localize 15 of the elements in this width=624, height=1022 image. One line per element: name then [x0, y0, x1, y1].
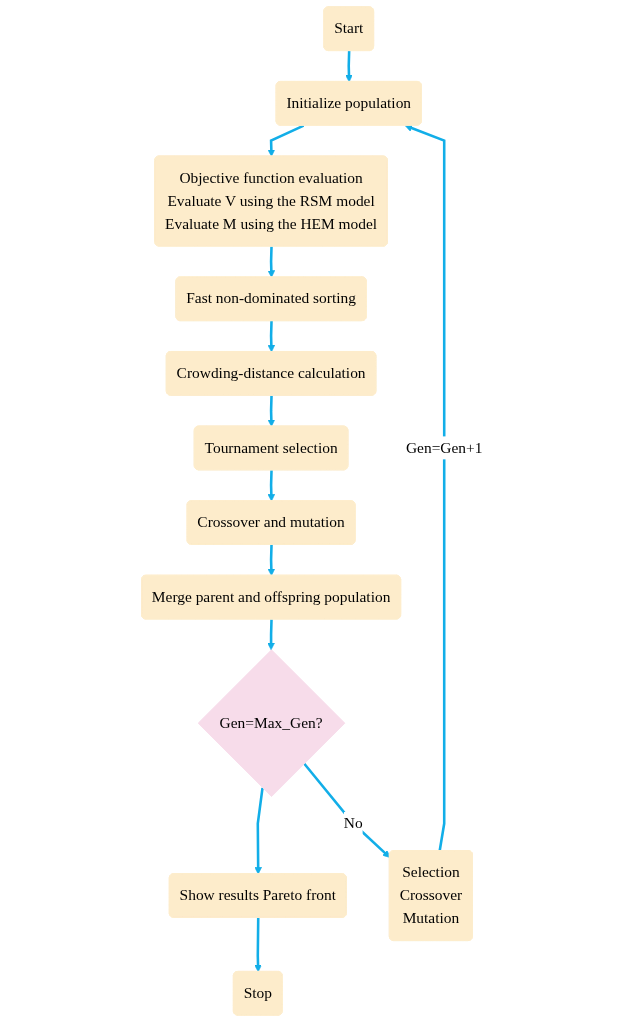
- arrow: [267, 470, 276, 502]
- arrow: [267, 395, 276, 427]
- arrow: [254, 787, 264, 875]
- edge-label: No: [343, 814, 363, 832]
- arrow: [267, 124, 305, 157]
- arrow: [267, 544, 276, 576]
- arrow: [267, 246, 276, 278]
- edge-label: Gen=Gen+1: [405, 438, 483, 457]
- node-diamond: Gen=Max_Gen?: [197, 649, 346, 797]
- arrow: [404, 124, 446, 852]
- arrow: [267, 619, 275, 651]
- arrow: [267, 321, 276, 353]
- arrow: [303, 762, 391, 858]
- arrow: [345, 50, 353, 83]
- arrow: [254, 917, 262, 973]
